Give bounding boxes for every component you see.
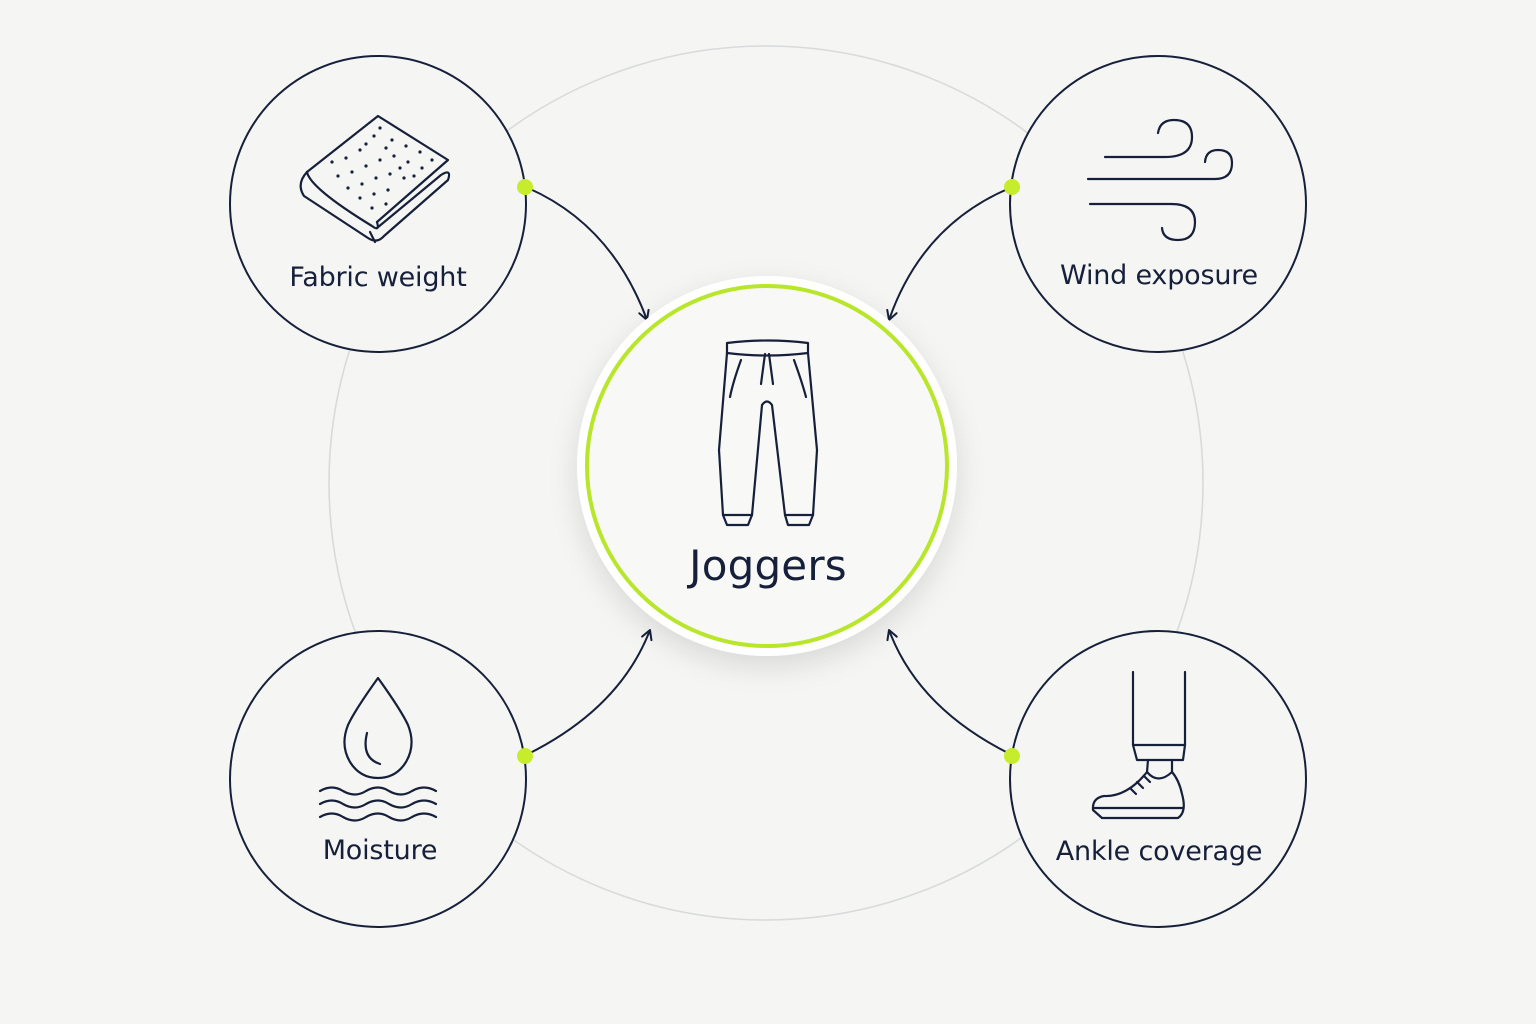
connector-dot-ankle-coverage <box>1004 748 1020 764</box>
factor-label-wind-exposure: Wind exposure <box>1060 260 1258 291</box>
connector-arrow-fabric-weight <box>527 187 650 321</box>
center-node-ring <box>585 284 949 648</box>
factor-label-moisture: Moisture <box>322 835 438 866</box>
water-drop-icon <box>318 676 438 822</box>
wind-icon <box>1086 118 1234 242</box>
connector-dot-wind-exposure <box>1004 179 1020 195</box>
fabric-texture-dots <box>330 126 434 210</box>
folded-fabric-icon <box>299 114 451 244</box>
joggers-icon <box>717 339 819 527</box>
connector-dot-fabric-weight <box>517 179 533 195</box>
connector-arrow-wind-exposure <box>886 187 1011 321</box>
factor-circle-fabric-weight <box>229 55 527 353</box>
center-label: Joggers <box>689 541 847 590</box>
connector-dot-moisture <box>517 748 533 764</box>
factor-label-ankle-coverage: Ankle coverage <box>1055 836 1263 867</box>
factor-label-fabric-weight: Fabric weight <box>289 262 467 293</box>
ankle-shoe-icon <box>1091 670 1187 820</box>
connector-arrow-ankle-coverage <box>886 629 1011 755</box>
orbit-ring <box>328 45 1204 921</box>
connector-arrow-moisture <box>527 629 653 755</box>
